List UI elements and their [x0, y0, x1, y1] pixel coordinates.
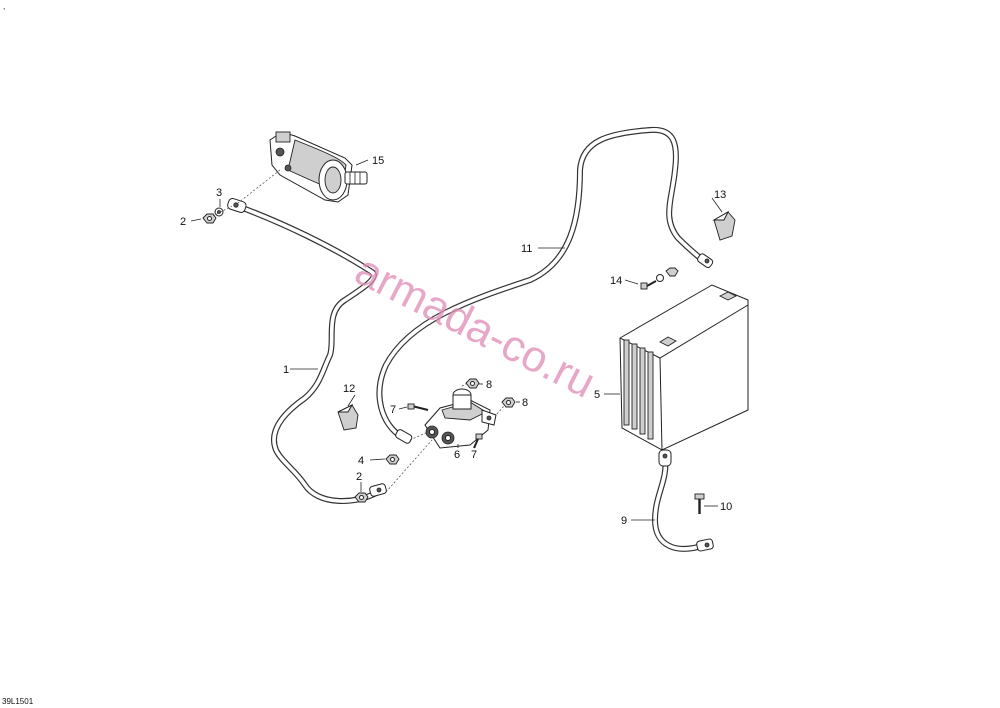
callout-13: 13 — [714, 189, 726, 201]
starter-cable-1 — [227, 198, 387, 504]
nut-8-upper — [465, 378, 480, 389]
terminal-boot-12 — [337, 403, 359, 431]
callout-6: 6 — [454, 449, 460, 461]
bolt-7-left — [407, 403, 429, 411]
solenoid-6 — [385, 381, 497, 493]
callout-labels: 1 2 2 3 4 5 6 7 7 8 8 9 10 11 12 13 14 1… — [180, 155, 732, 527]
callout-5: 5 — [594, 389, 600, 401]
callout-14: 14 — [610, 275, 622, 287]
callout-9: 9 — [621, 515, 627, 527]
corner-mark: , — [3, 2, 5, 11]
ground-cable-9 — [652, 449, 714, 552]
callout-8-upper: 8 — [486, 379, 492, 391]
callout-7-right: 7 — [471, 449, 477, 461]
battery-cable-11 — [376, 126, 714, 444]
nut-8-right — [501, 397, 516, 408]
callout-11: 11 — [521, 243, 532, 255]
terminal-boot-13 — [712, 210, 736, 241]
callout-8-right: 8 — [522, 397, 528, 409]
callout-3: 3 — [216, 187, 222, 199]
bolt-10 — [694, 493, 705, 514]
callout-7-left: 7 — [390, 404, 396, 416]
starter-motor-15 — [237, 131, 368, 204]
callout-10: 10 — [720, 501, 732, 513]
callout-12: 12 — [343, 383, 355, 395]
nut-4 — [385, 454, 400, 465]
drawing-code: 39L1501 — [2, 697, 34, 706]
bolt-nut-set-14 — [640, 267, 679, 290]
battery-5 — [619, 284, 749, 451]
callout-2-upper: 2 — [180, 216, 186, 228]
callout-15: 15 — [372, 155, 384, 167]
nut-2-lower — [354, 492, 369, 503]
nut-2-upper — [202, 213, 217, 224]
callout-1: 1 — [283, 364, 289, 376]
callout-4: 4 — [358, 455, 364, 467]
leader-lines — [190, 159, 723, 521]
washer-3 — [214, 207, 224, 217]
callout-2-lower: 2 — [356, 471, 362, 483]
